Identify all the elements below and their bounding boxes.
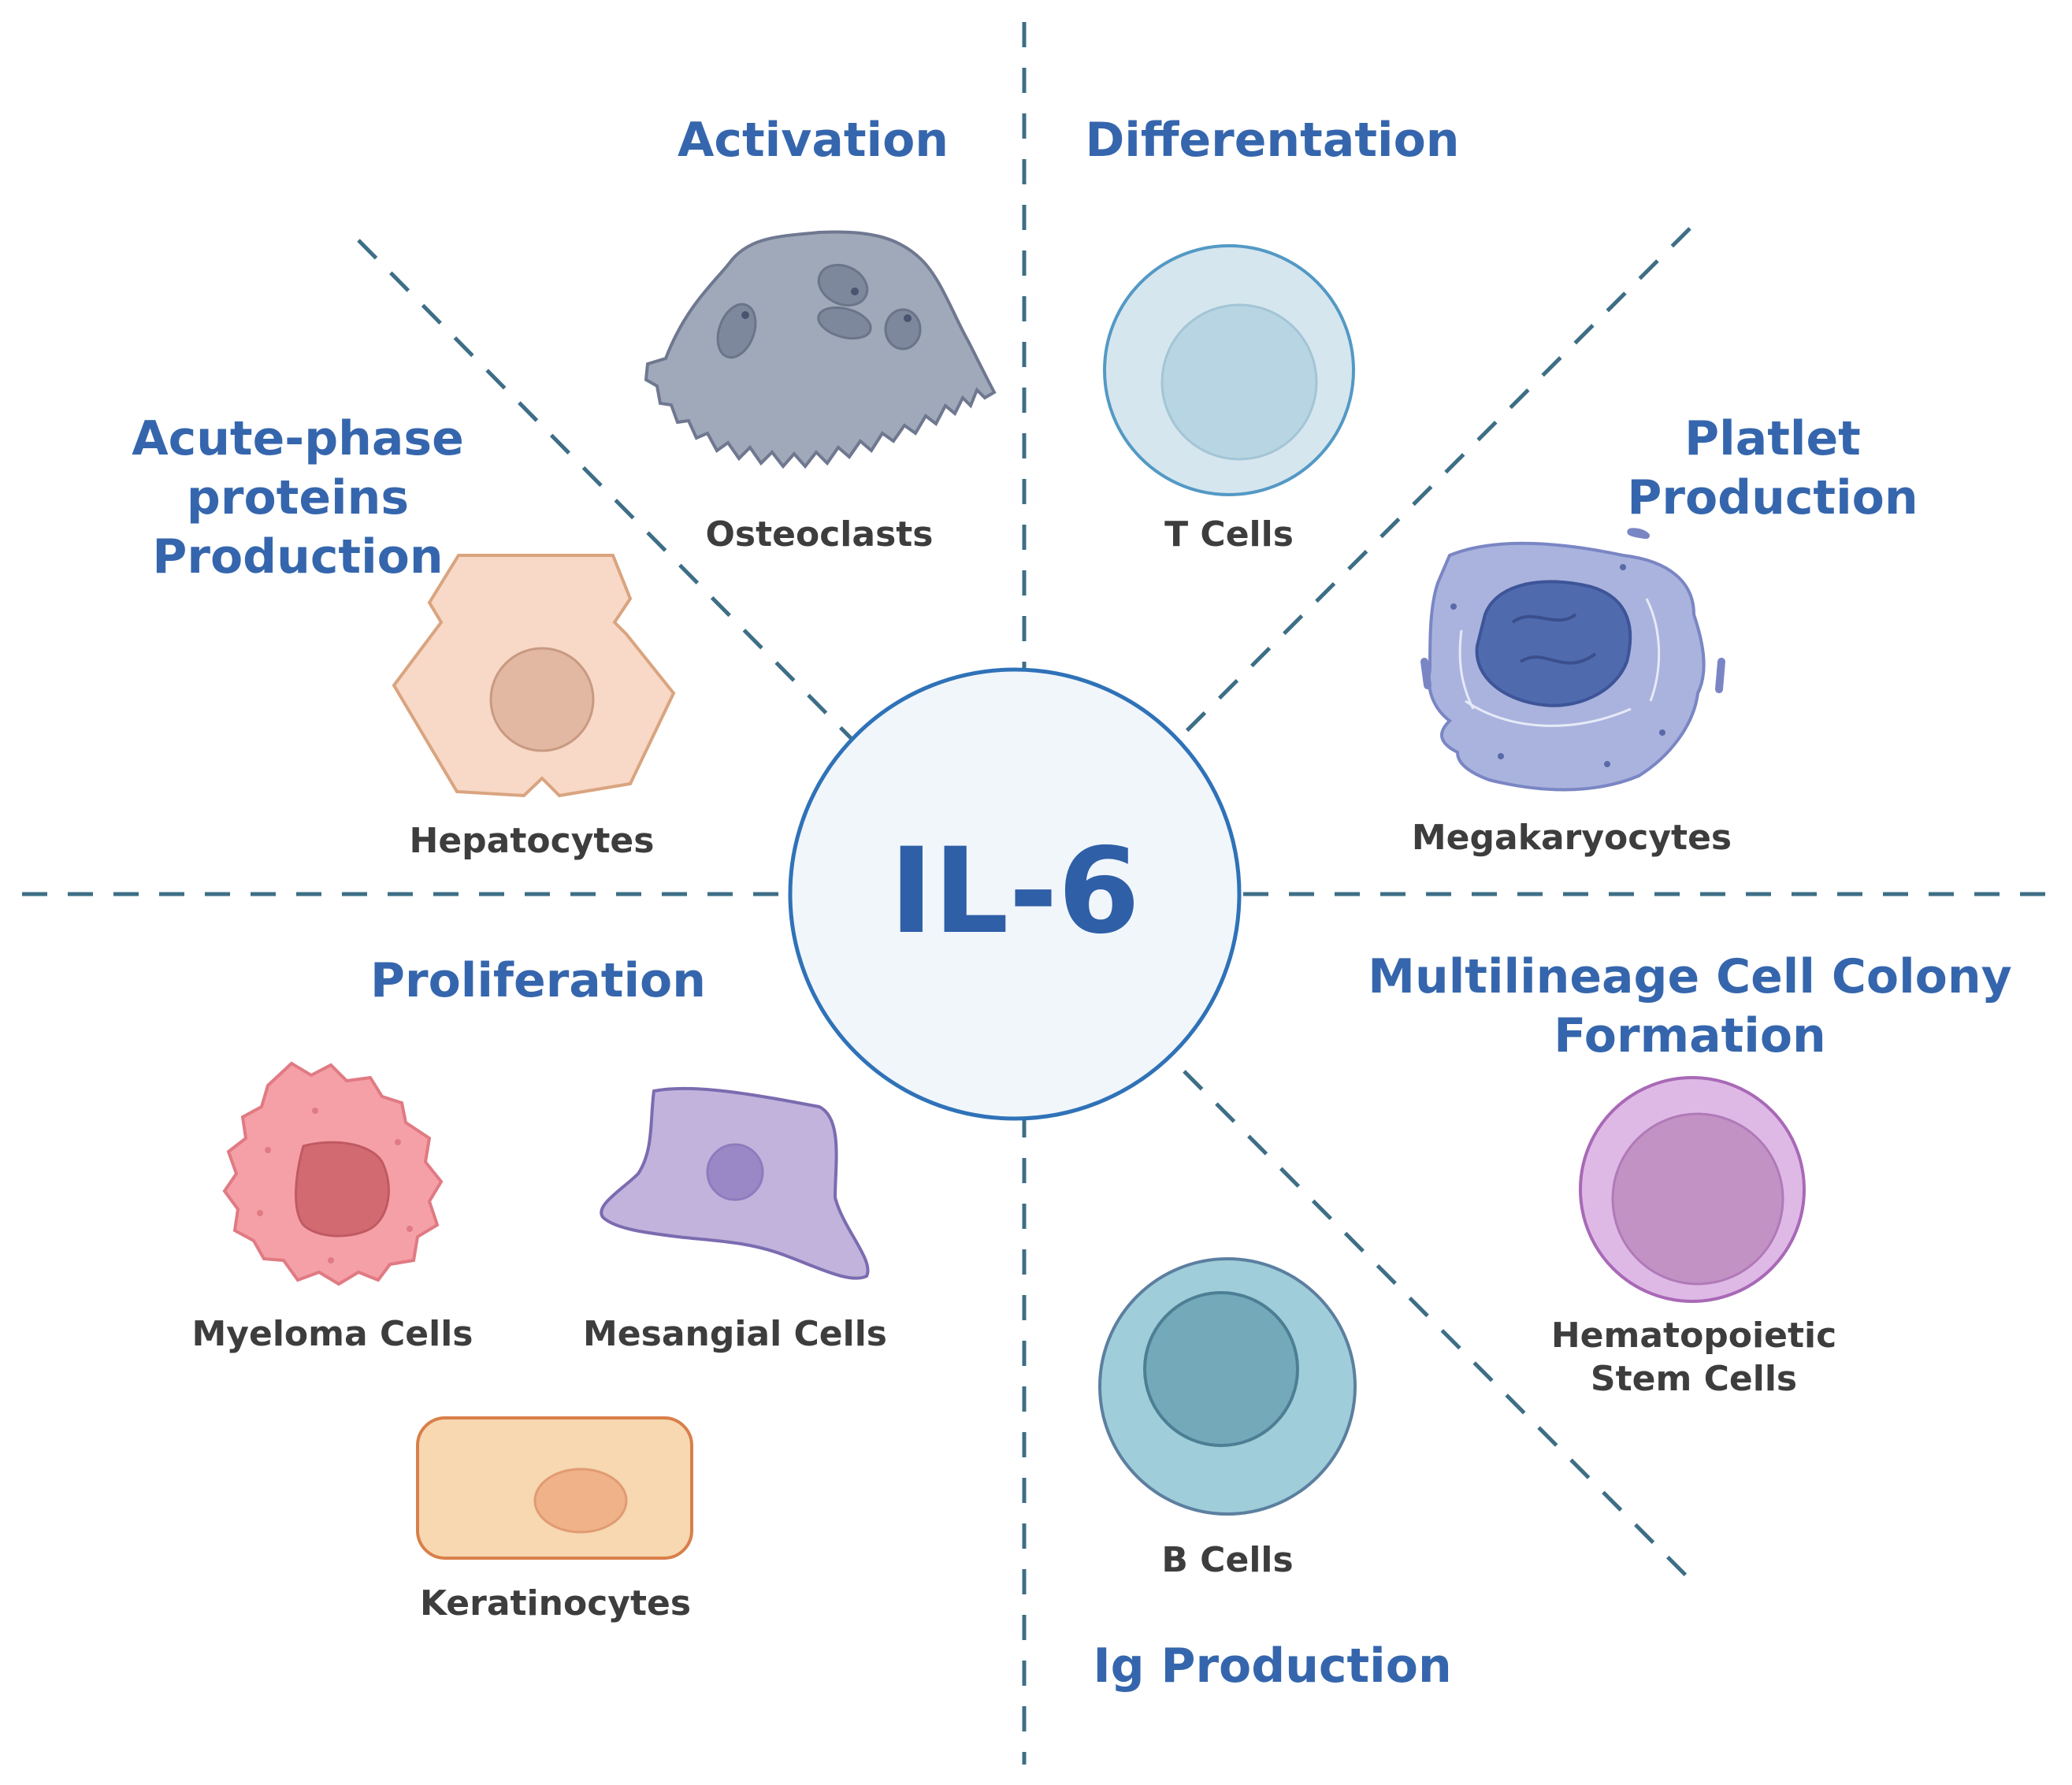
heading-platelet-1: Platlet bbox=[1684, 411, 1861, 466]
myeloma-cell-illustration bbox=[222, 1061, 444, 1286]
t-cell-illustration bbox=[1103, 244, 1355, 496]
label-b-cells: B Cells bbox=[1161, 1540, 1293, 1580]
il6-center: IL-6 bbox=[788, 667, 1242, 1121]
hepatocyte-illustration bbox=[392, 554, 676, 798]
label-keratinocytes: Keratinocytes bbox=[420, 1583, 691, 1624]
divider-upper-right bbox=[1178, 227, 1691, 740]
heading-multilineage-1: Multilineage Cell Colony bbox=[1368, 949, 2011, 1004]
label-hematopoietic-1: Hematopoietic bbox=[1551, 1316, 1836, 1356]
heading-ig-production: Ig Production bbox=[1093, 1638, 1451, 1694]
megakaryocyte-illustration bbox=[1420, 528, 1725, 792]
label-hepatocytes: Hepatocytes bbox=[410, 821, 655, 861]
dividers bbox=[22, 22, 2058, 1765]
label-hematopoietic-2: Stem Cells bbox=[1591, 1359, 1797, 1399]
osteoclast-illustration bbox=[644, 230, 997, 469]
heading-proliferation: Proliferation bbox=[370, 953, 706, 1008]
heading-multilineage-2: Formation bbox=[1554, 1008, 1826, 1063]
heading-acute-phase-1: Acute-phase bbox=[132, 411, 464, 466]
label-myeloma-cells: Myeloma Cells bbox=[192, 1314, 473, 1354]
divider-lower-right bbox=[1183, 1070, 1695, 1585]
heading-differentiation: Differentation bbox=[1085, 113, 1459, 168]
label-osteoclasts: Osteoclasts bbox=[706, 514, 934, 555]
heading-acute-phase-2: proteins bbox=[187, 470, 409, 525]
label-megakaryocytes: Megakaryocytes bbox=[1412, 818, 1732, 858]
hematopoietic-stem-cell-illustration bbox=[1579, 1076, 1806, 1303]
label-t-cells: T Cells bbox=[1164, 514, 1294, 555]
heading-activation: Activation bbox=[678, 113, 949, 168]
label-mesangial-cells: Mesangial Cells bbox=[583, 1314, 887, 1354]
heading-platelet-2: Production bbox=[1627, 470, 1918, 525]
heading-acute-phase-3: Production bbox=[152, 529, 443, 584]
keratinocyte-illustration bbox=[416, 1416, 693, 1560]
mesangial-cell-illustration bbox=[600, 1086, 870, 1280]
center-label: IL-6 bbox=[889, 823, 1140, 960]
b-cell-illustration bbox=[1098, 1257, 1357, 1516]
